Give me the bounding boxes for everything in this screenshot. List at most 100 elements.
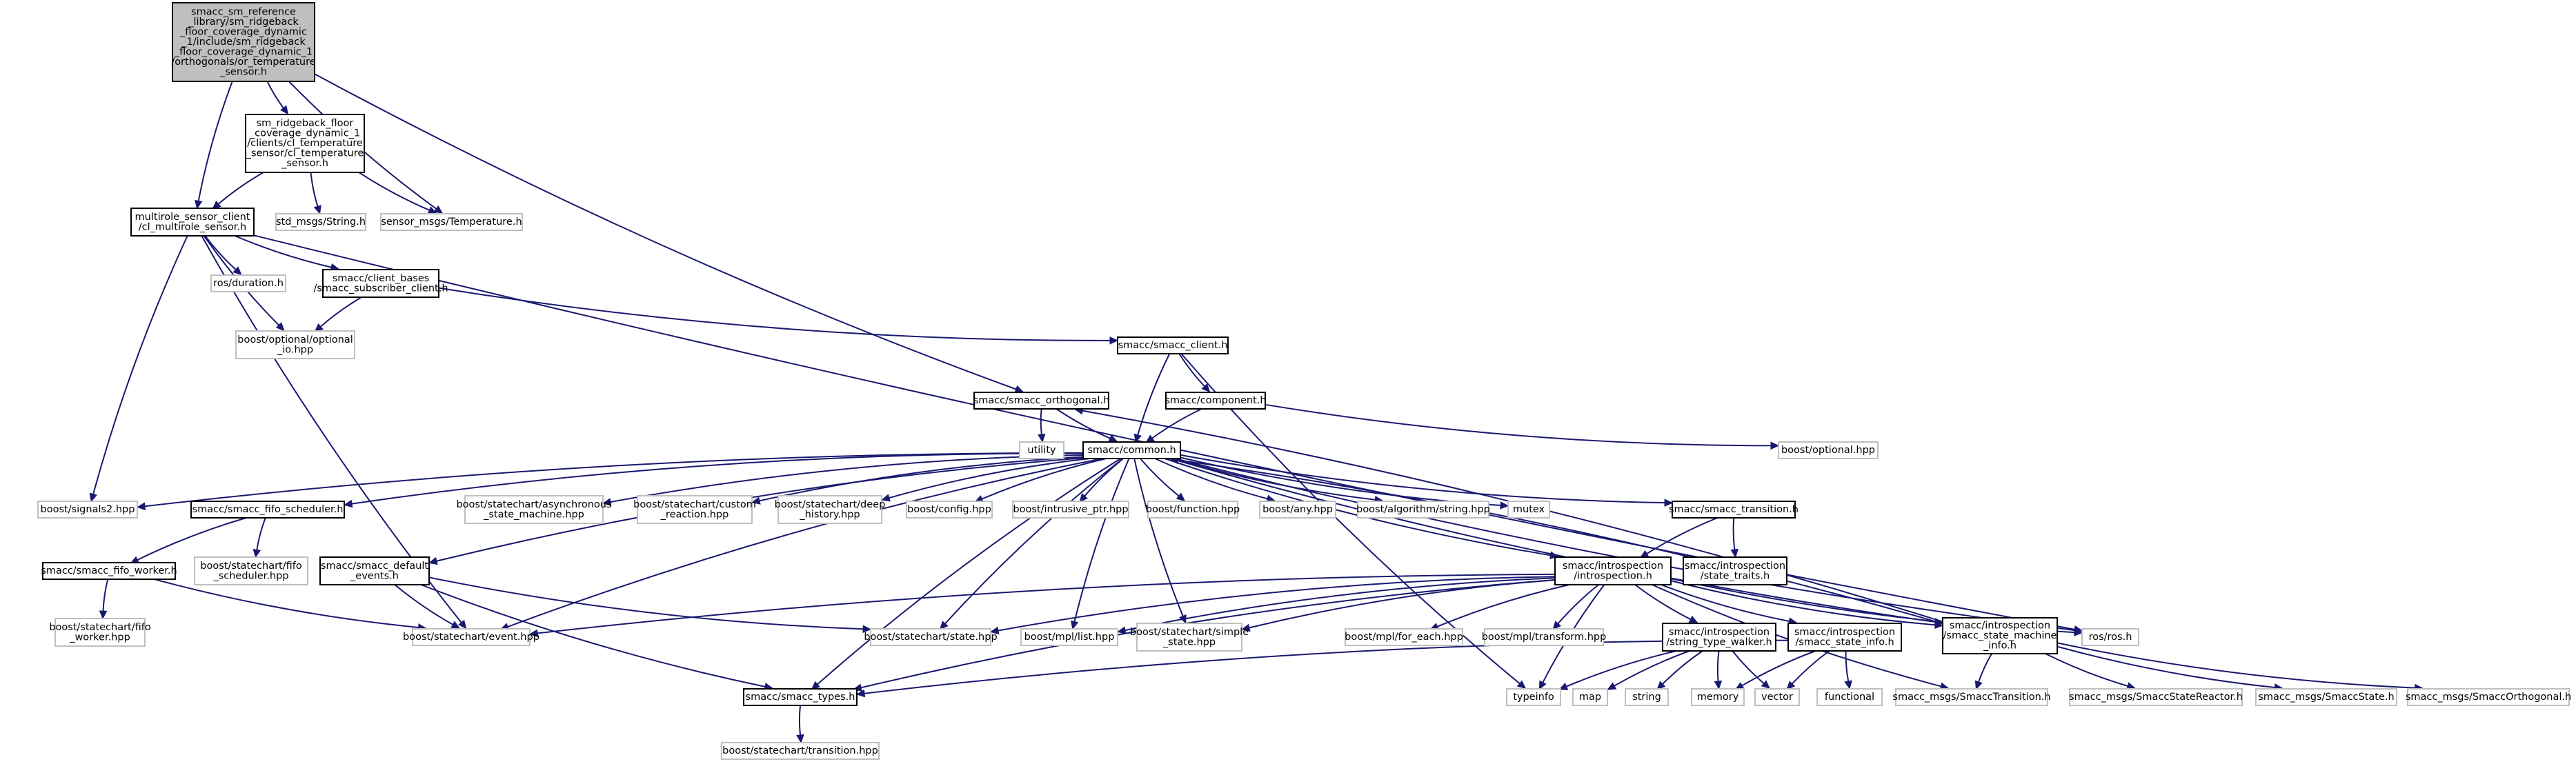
node-fifo_worker[interactable]: smacc/smacc_fifo_worker.h [41, 562, 177, 580]
edge-sm_info-to-msg_transition [1978, 653, 1992, 683]
node-label: smacc/smacc_client.h [1118, 340, 1228, 351]
edge-component-to-common [1151, 408, 1202, 439]
node-box [1259, 501, 1336, 519]
node-box [194, 556, 308, 585]
node-smacc_types[interactable]: smacc/smacc_types.h [743, 688, 858, 706]
node-label: /smacc_state_machine [1943, 630, 2057, 641]
edge-multirole-to-ros_h [253, 234, 2075, 630]
node-label: /introspection.h [1574, 570, 1652, 581]
node-msg_state: smacc_msgs/SmaccState.h [2255, 688, 2397, 706]
node-label: smacc_msgs/SmaccState.h [2258, 692, 2394, 703]
node-label: smacc/component.h [1165, 395, 1266, 406]
node-string_walker[interactable]: smacc/introspection/string_type_walker.h [1662, 623, 1776, 652]
node-box [1012, 501, 1129, 519]
node-box [319, 556, 430, 585]
arrowhead-common-to-intrusive_ptr [1079, 493, 1088, 503]
edge-fifo_sched-to-fifo_scheduler_hpp [256, 517, 266, 550]
node-box [1942, 617, 2058, 654]
arrowhead-string_walker-to-vector [1761, 680, 1771, 690]
node-std_string: std_msgs/String.h [275, 213, 366, 231]
node-label: _events.h [350, 570, 399, 581]
node-functional: functional [1816, 688, 1883, 706]
edge-cl_temp-to-multirole [217, 172, 264, 205]
node-label: boost/statechart/state.hpp [864, 632, 997, 643]
edge-introspection-to-smacc_types [860, 579, 1556, 689]
node-label: sensor_msgs/Temperature.h [381, 217, 522, 228]
edge-common-to-any [1154, 458, 1268, 500]
edge-default_events-to-event_hpp [394, 584, 453, 625]
arrowhead-string_walker-to-map [1607, 682, 1617, 690]
node-label: smacc/smacc_default [321, 561, 428, 572]
node-label: vector [1761, 692, 1793, 703]
node-box [973, 392, 1109, 410]
arrowhead-state_info-to-vector [1786, 681, 1796, 690]
arrowhead-common-to-function [1176, 492, 1186, 502]
node-component[interactable]: smacc/component.h [1165, 392, 1267, 410]
edge-state_info-to-smacc_types [864, 639, 1789, 694]
node-root[interactable]: smacc_sm_reference_library/sm_ridgeback_… [171, 2, 316, 82]
arrowhead-common-to-signals2 [136, 502, 146, 511]
arrowhead-introspection-to-state_hpp [989, 626, 1000, 635]
node-box [1625, 688, 1669, 706]
node-cl_temp[interactable]: sm_ridgeback_floor_coverage_dynamic_1/cl… [245, 114, 365, 173]
arrowhead-introspection-to-ros_h [2074, 628, 2083, 636]
node-box [1019, 441, 1064, 459]
arrowhead-root-to-cl_temp [279, 105, 289, 115]
arrowhead-multirole-to-event_hpp [457, 619, 467, 630]
edge-string_walker-to-map [1614, 650, 1690, 687]
node-smacc_client[interactable]: smacc/smacc_client.h [1117, 336, 1229, 354]
edge-string_walker-to-vector [1732, 650, 1765, 684]
edge-sub_client-to-opt_io [320, 296, 362, 328]
node-state_info[interactable]: smacc/introspection/smacc_state_info.h [1787, 623, 1902, 652]
edge-default_events-to-state_hpp [428, 576, 864, 630]
node-box [1357, 501, 1489, 519]
edge-common-to-config [982, 458, 1107, 500]
node-msg_reactor: smacc_msgs/SmaccStateReactor.h [2069, 688, 2243, 706]
edge-introspection-to-for_each [1437, 584, 1570, 627]
arrowhead-string_walker-to-memory [1714, 681, 1723, 690]
node-label: smacc/smacc_fifo_worker.h [41, 565, 177, 576]
arrowhead-common-to-state_hpp [939, 621, 949, 630]
node-box [55, 618, 146, 647]
node-box [906, 501, 993, 519]
edge-state_info-to-functional [1845, 650, 1850, 682]
node-smacc_orth[interactable]: smacc/smacc_orthogonal.h [973, 392, 1110, 410]
node-signals2: boost/signals2.hpp [37, 501, 138, 519]
edge-smacc_transition-to-introspection [1646, 517, 1718, 554]
node-state_traits[interactable]: smacc/introspection/state_traits.h [1683, 556, 1787, 585]
node-label: smacc_msgs/SmaccOrthogonal.h [2406, 692, 2571, 703]
node-smacc_transition[interactable]: smacc/smacc_transition.h [1669, 501, 1799, 519]
node-box [1778, 441, 1879, 459]
node-multirole[interactable]: multirole_sensor_client/cl_multirole_sen… [130, 208, 255, 237]
node-label: boost/signals2.hpp [41, 504, 135, 515]
node-fifo_sched[interactable]: smacc/smacc_fifo_scheduler.h [190, 501, 345, 519]
node-box [743, 688, 858, 706]
node-label: _library/sm_ridgeback [188, 17, 299, 28]
node-introspection[interactable]: smacc/introspection/introspection.h [1554, 556, 1672, 585]
node-mpl_transform: boost/mpl/transform.hpp [1482, 628, 1606, 646]
edge-state_info-to-memory [1741, 650, 1816, 687]
edge-common-to-function [1140, 458, 1180, 497]
arrowhead-string_walker-to-string [1656, 681, 1666, 690]
node-event_hpp: boost/statechart/event.hpp [403, 628, 539, 646]
node-common[interactable]: smacc/common.h [1082, 441, 1181, 459]
node-typeinfo: typeinfo [1506, 688, 1561, 706]
node-boost_optional: boost/optional.hpp [1778, 441, 1879, 459]
node-label: _io.hpp [277, 344, 313, 355]
edge-common-to-fifo_sched [351, 452, 1084, 505]
node-default_events[interactable]: smacc/smacc_default_events.h [319, 556, 430, 585]
edge-multirole-to-sub_client [234, 235, 332, 268]
node-label: map [1579, 692, 1601, 703]
node-label: smacc_sm_reference [191, 7, 296, 18]
arrowhead-fifo_worker-to-fifo_worker_hpp [99, 610, 108, 620]
arrowhead-smacc_client-to-typeinfo [1516, 680, 1527, 690]
node-sm_info[interactable]: smacc/introspection/smacc_state_machine_… [1942, 617, 2058, 654]
node-box [2081, 628, 2139, 646]
node-label: boost/optional/optional [237, 334, 353, 345]
node-label: /cl_multirole_sensor.h [139, 221, 246, 232]
node-sub_client[interactable]: smacc/client_bases/smacc_subscriber_clie… [313, 269, 448, 298]
node-box [1691, 688, 1745, 706]
edge-root-to-multirole [197, 81, 233, 201]
node-label: boost/algorithm/string.hpp [1356, 504, 1490, 515]
node-box [1147, 501, 1238, 519]
